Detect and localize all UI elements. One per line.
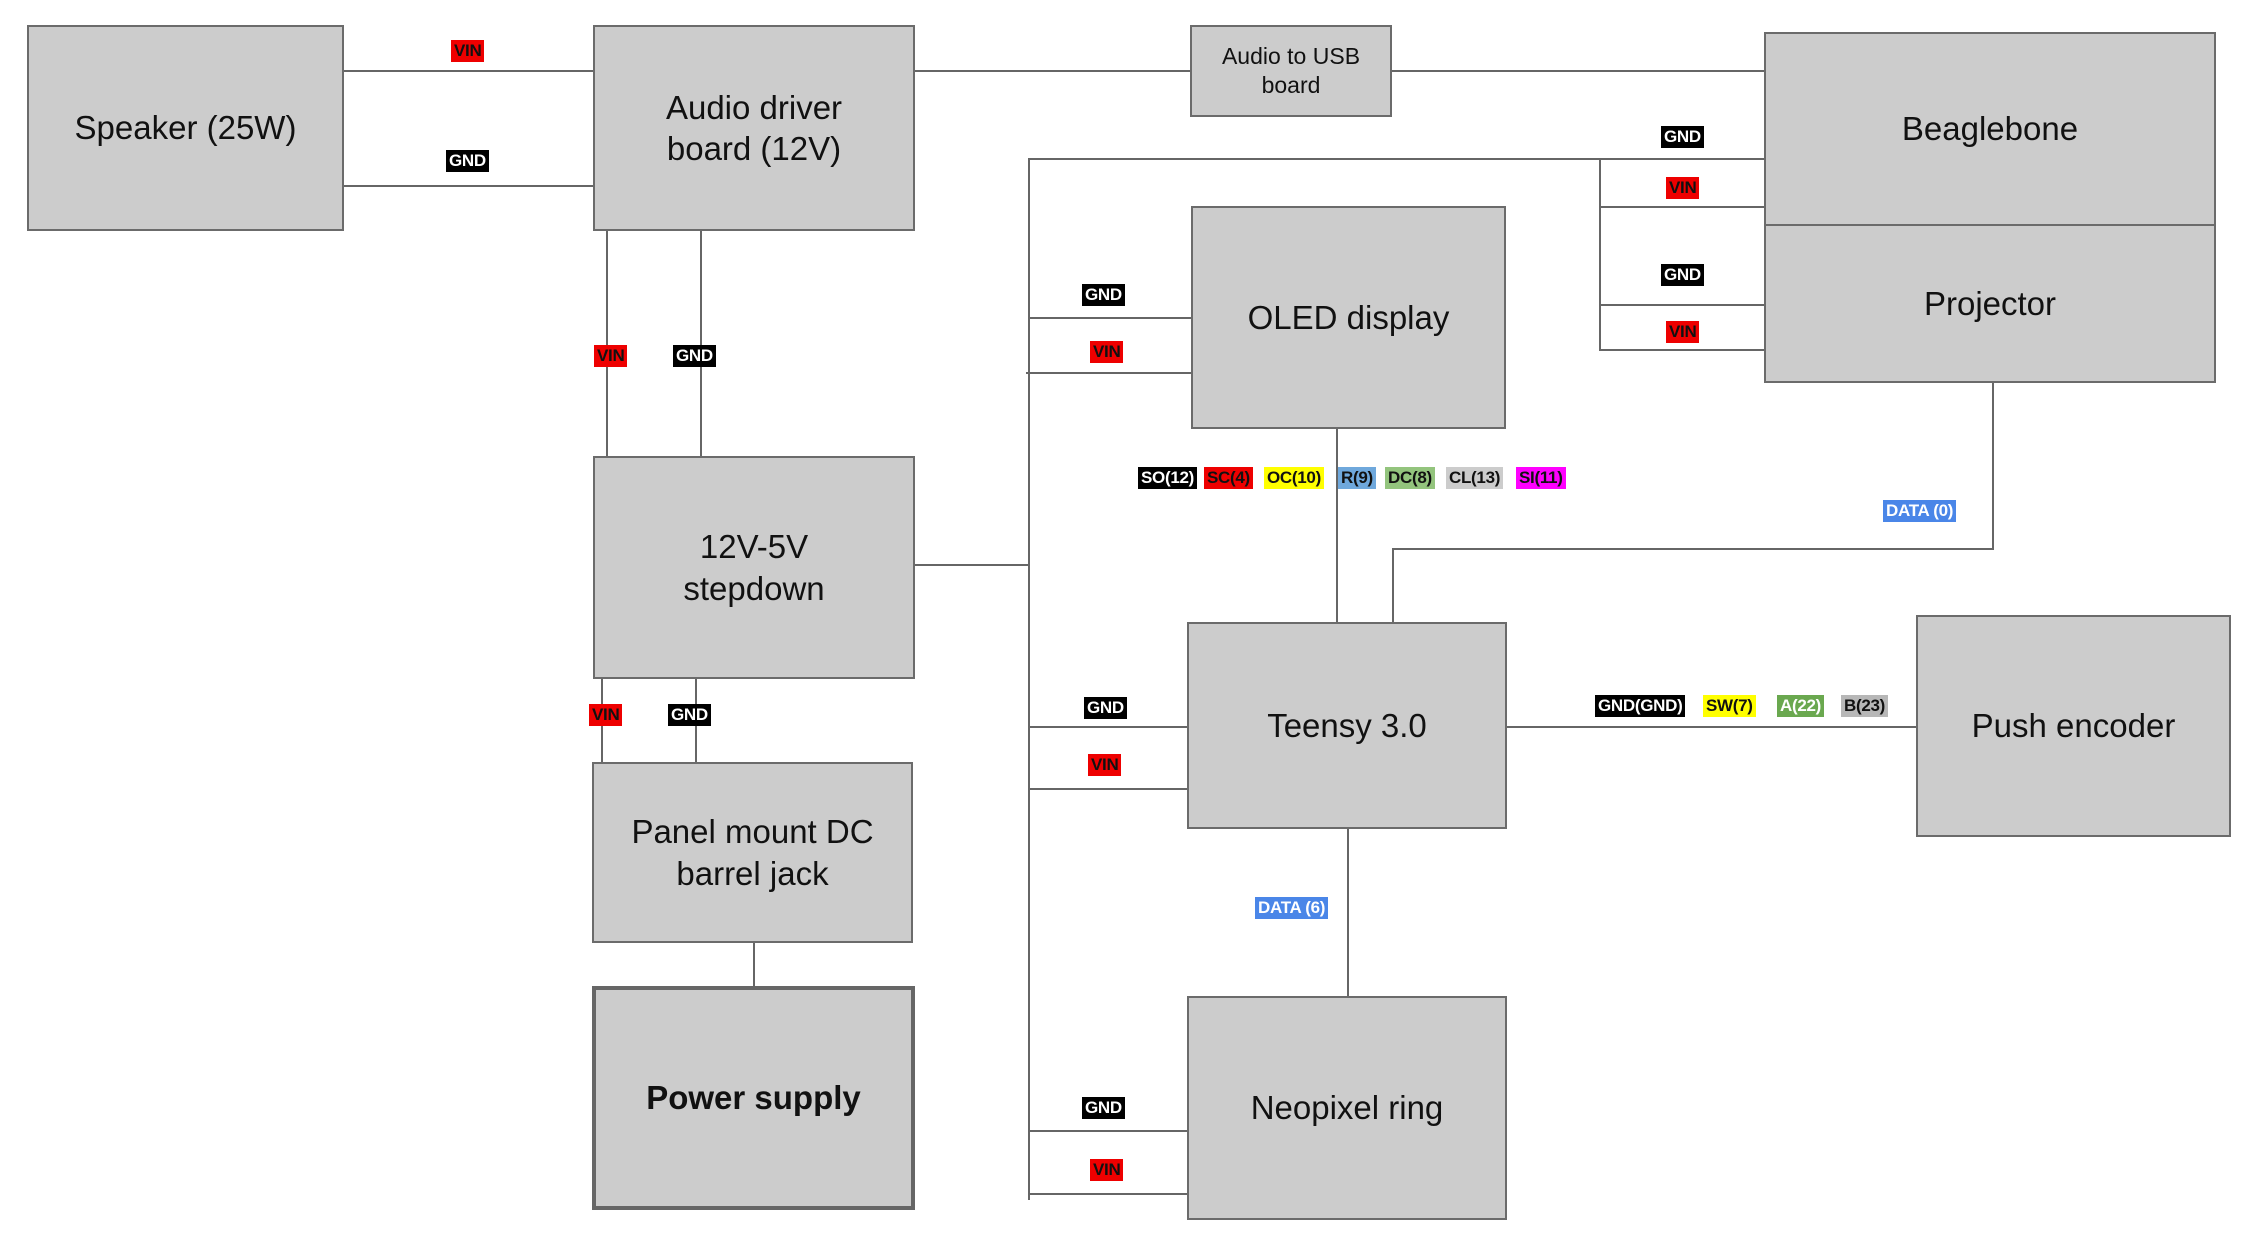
wire-data-horizontal: [1392, 548, 1994, 550]
neopixel-data-tag: DATA (6): [1255, 897, 1329, 919]
pin-a-tag: A(22): [1777, 695, 1825, 717]
push-encoder-label: Push encoder: [1971, 707, 2176, 745]
wire-neopixel-gnd: [1028, 1130, 1187, 1132]
wire-teensy-vin: [1028, 788, 1187, 790]
neopixel-block[interactable]: Neopixel ring: [1187, 996, 1507, 1220]
pin-sw-tag: SW(7): [1703, 695, 1756, 717]
pin-so-tag: SO(12): [1138, 467, 1197, 489]
pin-b-tag: B(23): [1841, 695, 1889, 717]
vin-tag: VIN: [1090, 341, 1124, 363]
gnd-tag: GND: [1082, 284, 1125, 306]
wire-jack-psu: [753, 943, 755, 986]
teensy-label: Teensy 3.0: [1267, 706, 1427, 744]
gnd-tag: GND: [668, 704, 711, 726]
bb-proj-bus: [1599, 158, 1601, 351]
projector-data-tag: DATA (0): [1883, 500, 1957, 522]
wire-teensy-encoder: [1507, 726, 1916, 728]
wire-projector-vin: [1599, 349, 1764, 351]
beaglebone-block[interactable]: Beaglebone: [1764, 32, 2216, 226]
wire-teensy-neopixel: [1347, 829, 1349, 996]
pin-sc-tag: SC(4): [1204, 467, 1253, 489]
wire-bus-beaglebone-gnd: [1028, 158, 1764, 160]
wire-projector-data: [1992, 373, 1994, 549]
vin-tag: VIN: [594, 345, 628, 367]
wire-oled-gnd: [1028, 317, 1191, 319]
push-encoder-block[interactable]: Push encoder: [1916, 615, 2231, 837]
audio-driver-label: Audio driver board (12V): [665, 88, 843, 167]
pin-dc-tag: DC(8): [1385, 467, 1435, 489]
gnd-tag: GND: [1661, 264, 1704, 286]
wire-driver-vin: [606, 231, 608, 456]
wire-beaglebone-vin: [1599, 206, 1764, 208]
wire-speaker-gnd: [344, 185, 593, 187]
vin-tag: VIN: [1088, 754, 1122, 776]
vin-tag: VIN: [1666, 321, 1700, 343]
gnd-tag: GND: [446, 150, 489, 172]
pin-r-tag: R(9): [1338, 467, 1376, 489]
wire-usb-beaglebone: [1392, 70, 1764, 72]
barrel-jack-label: Panel mount DC barrel jack: [631, 813, 874, 892]
teensy-block[interactable]: Teensy 3.0: [1187, 622, 1507, 829]
pin-si-tag: SI(11): [1516, 467, 1566, 489]
audio-usb-label: Audio to USB board: [1221, 43, 1361, 98]
vin-tag: VIN: [1090, 1159, 1124, 1181]
projector-block[interactable]: Projector: [1764, 224, 2216, 383]
speaker-block[interactable]: Speaker (25W): [27, 25, 344, 231]
pin-gnd-tag: GND(GND): [1595, 695, 1686, 717]
oled-label: OLED display: [1247, 298, 1450, 336]
vin-tag: VIN: [1666, 177, 1700, 199]
vin-tag: VIN: [451, 40, 485, 62]
oled-block[interactable]: OLED display: [1191, 206, 1506, 429]
wire-projector-gnd: [1599, 304, 1764, 306]
beaglebone-label: Beaglebone: [1901, 110, 2079, 148]
barrel-jack-block[interactable]: Panel mount DC barrel jack: [592, 762, 913, 943]
stepdown-label: 12V-5V stepdown: [683, 528, 825, 607]
pin-oc-tag: OC(10): [1264, 467, 1324, 489]
wire-driver-gnd: [700, 231, 702, 456]
power-bus: [1028, 158, 1030, 1200]
audio-usb-block[interactable]: Audio to USB board: [1190, 25, 1392, 117]
pin-cl-tag: CL(13): [1446, 467, 1504, 489]
wire-speaker-vin: [344, 70, 593, 72]
stepdown-block[interactable]: 12V-5V stepdown: [593, 456, 915, 679]
wire-oled-vin: [1026, 372, 1191, 374]
gnd-tag: GND: [673, 345, 716, 367]
gnd-tag: GND: [1084, 697, 1127, 719]
wire-teensy-gnd: [1028, 726, 1187, 728]
gnd-tag: GND: [1082, 1097, 1125, 1119]
wire-audio-usb: [915, 70, 1190, 72]
vin-tag: VIN: [589, 704, 623, 726]
power-supply-label: Power supply: [646, 1079, 861, 1117]
speaker-label: Speaker (25W): [74, 109, 297, 147]
projector-label: Projector: [1923, 284, 2057, 322]
wire-neopixel-vin: [1028, 1193, 1187, 1195]
gnd-tag: GND: [1661, 126, 1704, 148]
power-supply-block[interactable]: Power supply: [592, 986, 915, 1210]
wire-data-teensy: [1392, 548, 1394, 626]
wire-stepdown-bus: [915, 564, 1029, 566]
wire-oled-teensy: [1336, 429, 1338, 622]
audio-driver-block[interactable]: Audio driver board (12V): [593, 25, 915, 231]
neopixel-label: Neopixel ring: [1250, 1089, 1444, 1127]
